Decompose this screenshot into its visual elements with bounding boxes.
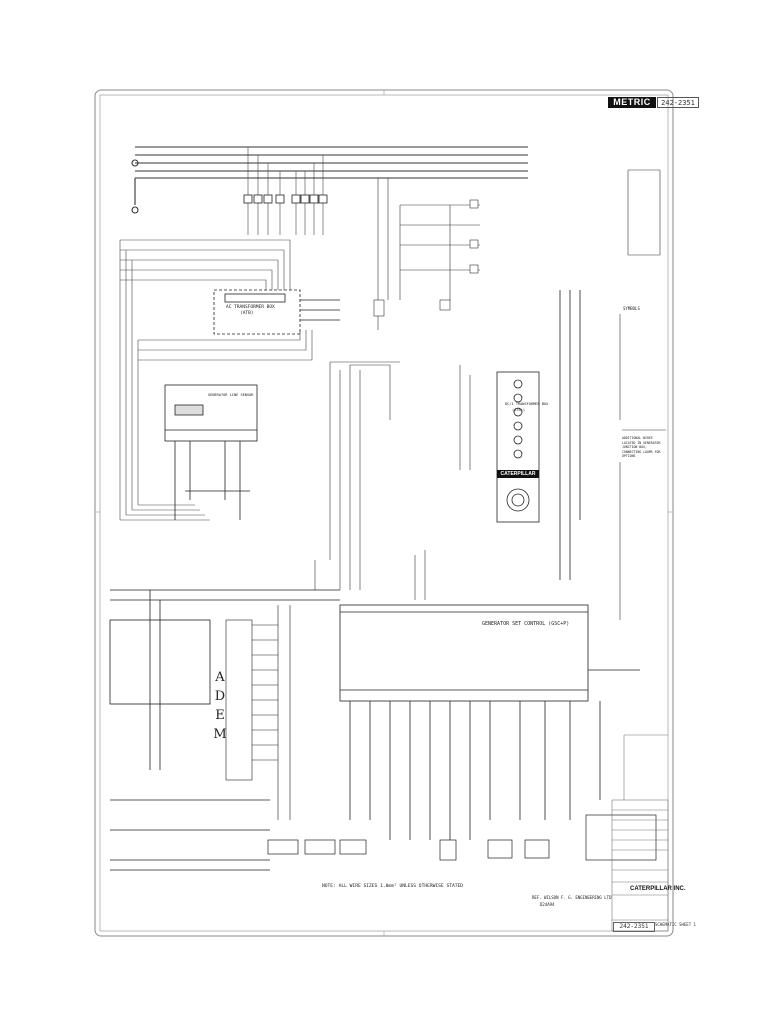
left-lower-panel (109, 589, 340, 871)
title-block (611, 734, 669, 932)
metric-label: METRIC (608, 97, 656, 108)
ac-transformer-box-label: AC TRANSFORMER BOX (226, 305, 275, 310)
mid-harness (314, 361, 471, 600)
frame-ticks (95, 90, 673, 936)
drawing-frame (94, 89, 674, 937)
dc-transformer-box-label: DC/1 TRANSFORMER BOX (505, 402, 549, 406)
adem-connector (225, 605, 291, 820)
generator-line-sensor-label: GENERATOR LINE SENSOR (208, 393, 254, 397)
wire-size-note: NOTE: ALL WIRE SIZES 1.0mm² UNLESS OTHER… (322, 884, 464, 889)
dc-transformer-box-sublabel: (ATB+) (512, 408, 525, 412)
symbols-title: SYMBOLS (623, 306, 640, 311)
options-note: ADDITIONAL WIRES LOCATED IN GENERATOR JU… (622, 436, 661, 458)
line-sensor-module (164, 384, 258, 520)
main-power-bus (131, 146, 528, 214)
caterpillar-logo: CATERPILLAR (497, 470, 539, 478)
reference-note: REF. WILSON F. G. ENGINEERING LTD (532, 895, 612, 900)
adem-letter: E (215, 708, 225, 723)
dc-transformer-box (496, 290, 581, 580)
title-block-drawing-number: 242-2351 (613, 922, 655, 932)
gsc-module (339, 604, 640, 840)
reference-note-code: D24A94 (540, 902, 555, 907)
gsc-label: GENERATOR SET CONTROL (GSC+P) (482, 621, 570, 627)
adem-letter: M (213, 727, 227, 742)
drawing-number-header: 242-2351 (657, 97, 699, 108)
adem-letter: A (215, 670, 225, 685)
ac-transformer-box (213, 289, 340, 335)
bottom-connectors (267, 814, 657, 861)
symbols-legend (619, 169, 666, 620)
title-block-company: CATERPILLAR INC. (630, 886, 686, 892)
breaker-row (243, 194, 328, 204)
relay-network (373, 178, 480, 330)
adem-letter: D (214, 689, 226, 704)
adem-label: A D E M (212, 668, 228, 744)
ac-transformer-box-sublabel: (ATB) (240, 311, 254, 316)
title-block-sheet: SCHEMATIC SHEET 1 (655, 922, 696, 927)
